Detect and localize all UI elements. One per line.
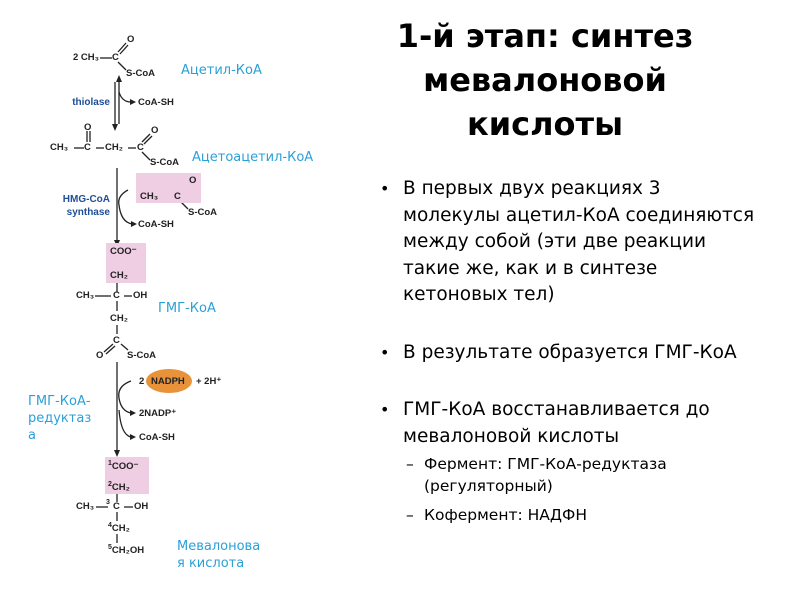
acac-o2: O bbox=[151, 125, 159, 136]
nadp-plus: 2NADP⁺ bbox=[139, 408, 177, 419]
mev-ch2oh: 5CH₂OH bbox=[108, 544, 145, 557]
nadph-text: NADPH bbox=[151, 376, 185, 387]
bullet-item-1: • В первых двух реакциях 3 молекулы ацет… bbox=[380, 178, 755, 305]
label-acetoacetyl-coa: Ацетоацетил-КоА bbox=[192, 150, 314, 165]
enzyme-thiolase: thiolase bbox=[72, 97, 110, 108]
coash-3: CoA-SH bbox=[139, 432, 175, 443]
hmg-c2: C bbox=[113, 335, 120, 346]
nadph-count: 2 bbox=[139, 376, 145, 387]
syn-scoa: S-CoA bbox=[188, 207, 218, 218]
highlight-mevalonate-top bbox=[105, 457, 149, 494]
label-acetyl-coa: Ацетил-КоА bbox=[181, 63, 262, 78]
hmg-c: C bbox=[113, 290, 120, 301]
coash-1: CoA-SH bbox=[138, 97, 174, 108]
plus-2h: + 2H⁺ bbox=[196, 376, 222, 387]
acac-o1: O bbox=[84, 122, 92, 133]
acac-ch2: CH₂ bbox=[105, 142, 123, 153]
label-hmg-coa-reductase: ГМГ-КоА- редуктаз а bbox=[28, 394, 92, 443]
hmg-o: O bbox=[96, 350, 104, 361]
hmg-ch2-a: CH₂ bbox=[110, 270, 128, 281]
bullet-icon: • bbox=[380, 400, 390, 419]
hmg-ch3: CH₃ bbox=[76, 290, 95, 301]
syn-c: C bbox=[174, 191, 181, 202]
label-mevalonate: Мевалонова я кислота bbox=[177, 539, 261, 571]
hmg-ch2-b: CH₂ bbox=[110, 313, 128, 324]
mev-ch2-4: 4CH₂ bbox=[108, 522, 130, 535]
acac-c2: C bbox=[137, 142, 144, 153]
acetyl-scoa: S-CoA bbox=[126, 68, 156, 79]
hmg-coo: COO⁻ bbox=[110, 246, 137, 257]
bullet-icon: • bbox=[380, 179, 390, 198]
acac-scoa: S-CoA bbox=[150, 157, 180, 168]
syn-ch3: CH₃ bbox=[140, 191, 159, 202]
slide-title: 1-й этап: синтез мевалоновой кислоты bbox=[396, 17, 694, 143]
bond-lines bbox=[74, 42, 191, 543]
dash-icon: – bbox=[406, 506, 414, 524]
syn-o: O bbox=[189, 175, 197, 186]
mev-c: C bbox=[113, 501, 120, 512]
coash-2: CoA-SH bbox=[138, 219, 174, 230]
bullet-icon: • bbox=[380, 343, 390, 362]
mev-ch3: CH₃ bbox=[76, 501, 95, 512]
bullet-item-2: • В результате образуется ГМГ-КоА bbox=[380, 340, 760, 367]
mev-n3: 3 bbox=[106, 499, 110, 506]
acetyl-c: C bbox=[112, 52, 119, 63]
dash-icon: – bbox=[406, 455, 414, 473]
sub-bullet-coenzyme: – Кофермент: НАДФН bbox=[406, 506, 588, 524]
sub-bullet-enzyme: – Фермент: ГМГ-КоА-редуктаза (регуляторн… bbox=[406, 455, 667, 495]
label-hmg-coa: ГМГ-КоА bbox=[158, 301, 216, 316]
mev-ch2-2: 2CH₂ bbox=[108, 481, 130, 494]
acac-ch3: CH₃ bbox=[50, 142, 69, 153]
hmg-scoa: S-CoA bbox=[127, 350, 157, 361]
enzyme-hmg-coa-synthase: HMG-CoA synthase bbox=[62, 194, 110, 218]
mev-coo: 1COO⁻ bbox=[108, 460, 139, 473]
bullet-item-3: • ГМГ-КоА восстанавливается до мевалонов… bbox=[380, 399, 710, 447]
highlight-hmg-top bbox=[106, 243, 146, 283]
hmg-oh: OH bbox=[133, 290, 148, 301]
nadph-oval bbox=[146, 369, 192, 393]
acac-c1: C bbox=[84, 142, 91, 153]
acetyl-ch3: 2 CH₃ bbox=[73, 52, 100, 63]
acetyl-o: O bbox=[127, 34, 135, 45]
mev-oh: OH bbox=[134, 501, 149, 512]
highlight-acetyl bbox=[136, 173, 201, 203]
